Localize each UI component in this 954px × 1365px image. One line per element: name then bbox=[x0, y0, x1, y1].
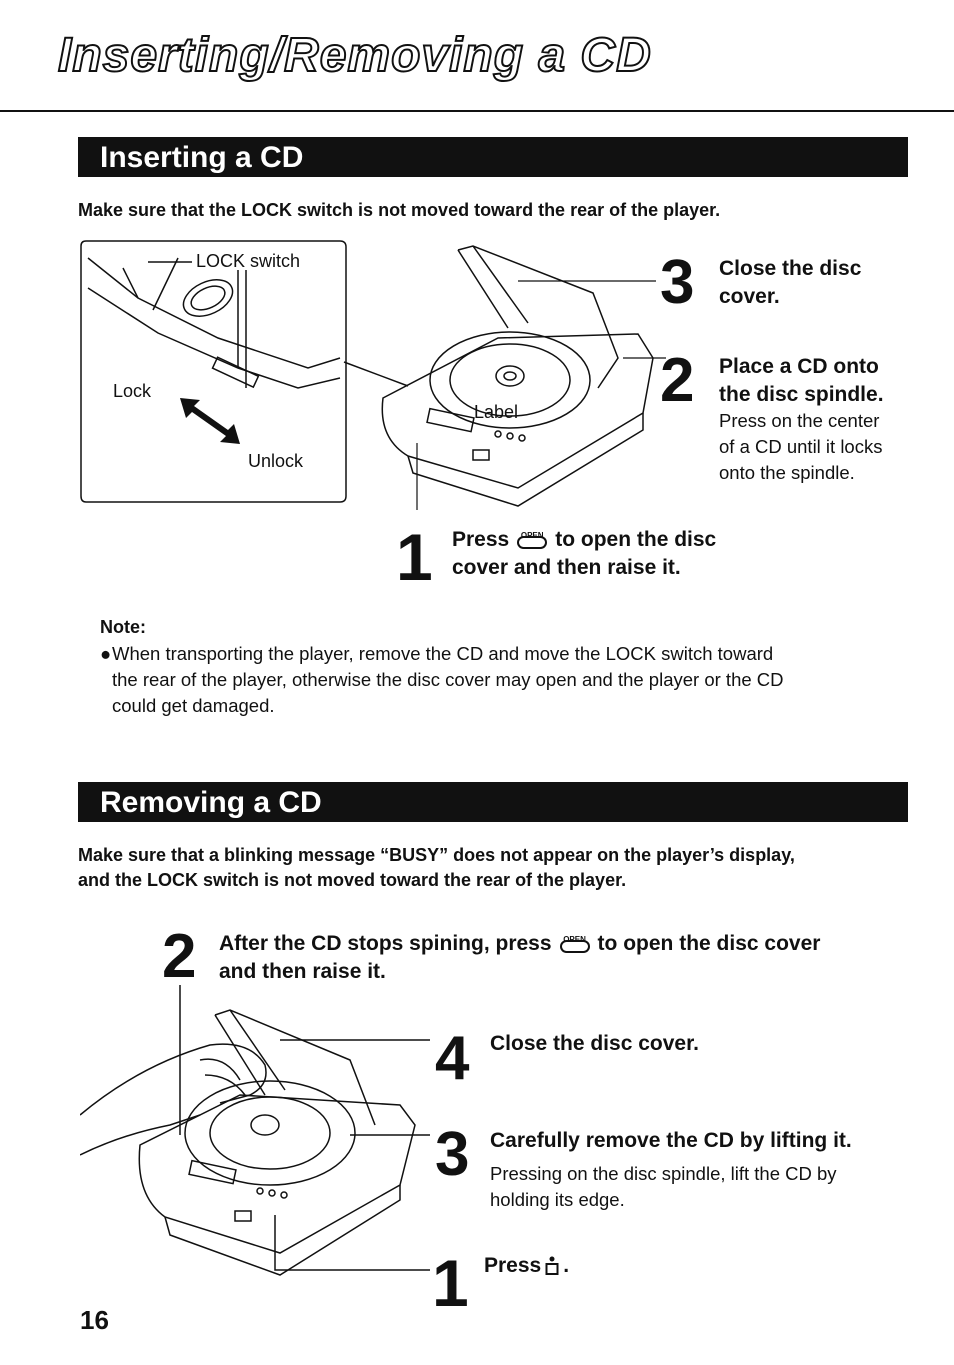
double-arrow-icon bbox=[180, 398, 240, 444]
page-number: 16 bbox=[80, 1305, 109, 1335]
open-button-label: OPEN bbox=[520, 531, 544, 540]
lock-switch-label: LOCK switch bbox=[196, 251, 300, 271]
remove-step-number-2: 2 bbox=[162, 922, 197, 991]
step2-title: Place a CD onto the disc spindle. bbox=[719, 353, 884, 409]
removing-lead-line2: and the LOCK switch is not moved toward … bbox=[78, 870, 627, 890]
step2-body-line1: Press on the center bbox=[719, 410, 880, 431]
inset-connector bbox=[343, 361, 409, 387]
lock-switch-inset bbox=[80, 240, 347, 503]
note-line1: When transporting the player, remove the… bbox=[112, 643, 774, 664]
remove-step1-press: Press bbox=[484, 1254, 542, 1277]
disc-label: Label bbox=[474, 402, 518, 422]
section-heading-removing: Removing a CD bbox=[78, 782, 908, 822]
removing-lead-line1: Make sure that a blinking message “BUSY”… bbox=[78, 845, 795, 865]
step2-body-line3: onto the spindle. bbox=[719, 462, 855, 483]
step2-body: Press on the center of a CD until it loc… bbox=[719, 408, 882, 486]
lock-label: Lock bbox=[113, 381, 152, 401]
remove-step3-body-line2: holding its edge. bbox=[490, 1189, 625, 1210]
step1-after-text: to open the disc bbox=[555, 528, 717, 551]
step2-title-line1: Place a CD onto bbox=[719, 355, 879, 378]
remove-step3-title: Carefully remove the CD by lifting it. bbox=[490, 1129, 852, 1152]
remove-step2-before: After the CD stops spining, press bbox=[219, 932, 552, 955]
cd-player-open bbox=[381, 245, 654, 507]
note-bullet: ● bbox=[100, 643, 112, 664]
inserting-illustration: LOCK switch Lock Unlock Label bbox=[80, 240, 666, 510]
page-title: Inserting/Removing a CD bbox=[57, 28, 652, 83]
note-heading: Note: bbox=[100, 617, 146, 637]
step-number-1: 1 bbox=[396, 520, 433, 594]
title-rule bbox=[0, 110, 954, 112]
remove-step-number-3: 3 bbox=[435, 1120, 470, 1189]
open-button-label: OPEN bbox=[563, 935, 586, 944]
remove-step2-line2: and then raise it. bbox=[219, 960, 386, 983]
removing-illustration bbox=[80, 985, 430, 1276]
remove-step3-body-line1: Pressing on the disc spindle, lift the C… bbox=[490, 1163, 837, 1184]
step2-title-line2: the disc spindle. bbox=[719, 383, 884, 406]
section-heading-inserting: Inserting a CD bbox=[78, 137, 908, 177]
unlock-label: Unlock bbox=[248, 451, 304, 471]
note-text: ●When transporting the player, remove th… bbox=[100, 641, 910, 719]
remove-step2-after: to open the disc cover bbox=[597, 932, 821, 955]
remove-step4-title: Close the disc cover. bbox=[490, 1032, 699, 1055]
step-number-2: 2 bbox=[660, 346, 695, 415]
step1-title-line2: cover and then raise it. bbox=[452, 556, 681, 579]
open-button-icon: OPEN bbox=[513, 528, 551, 552]
remove-step-number-1: 1 bbox=[432, 1246, 469, 1320]
step3-title: Close the disc cover. bbox=[719, 255, 861, 311]
remove-step-number-4: 4 bbox=[435, 1024, 470, 1093]
step3-title-line2: cover. bbox=[719, 285, 780, 308]
remove-step2-title: After the CD stops spining, press OPEN to … bbox=[219, 930, 919, 986]
step1-title-line1: Press OPEN to open the disc bbox=[452, 526, 812, 554]
step1-press-text: Press bbox=[452, 528, 510, 551]
step2-body-line2: of a CD until it locks bbox=[719, 436, 883, 457]
removing-lead: Make sure that a blinking message “BUSY”… bbox=[78, 843, 918, 893]
inserting-lead: Make sure that the LOCK switch is not mo… bbox=[78, 200, 721, 220]
note-line3: could get damaged. bbox=[112, 695, 275, 716]
step-number-3: 3 bbox=[660, 248, 695, 317]
note-line2: the rear of the player, otherwise the di… bbox=[112, 669, 784, 690]
remove-step1-after: . bbox=[563, 1254, 570, 1277]
step1-title: Press OPEN to open the disc cover and then… bbox=[452, 526, 812, 582]
remove-step2-line1: After the CD stops spining, press OPEN to … bbox=[219, 930, 919, 958]
open-button-icon: OPEN bbox=[556, 932, 594, 956]
leader-remove-step1 bbox=[274, 1215, 430, 1271]
step3-title-line1: Close the disc bbox=[719, 257, 862, 280]
stop-button-icon bbox=[545, 1256, 559, 1276]
remove-step1-title: Press. bbox=[484, 1252, 569, 1280]
remove-step3-body: Pressing on the disc spindle, lift the C… bbox=[490, 1161, 837, 1213]
